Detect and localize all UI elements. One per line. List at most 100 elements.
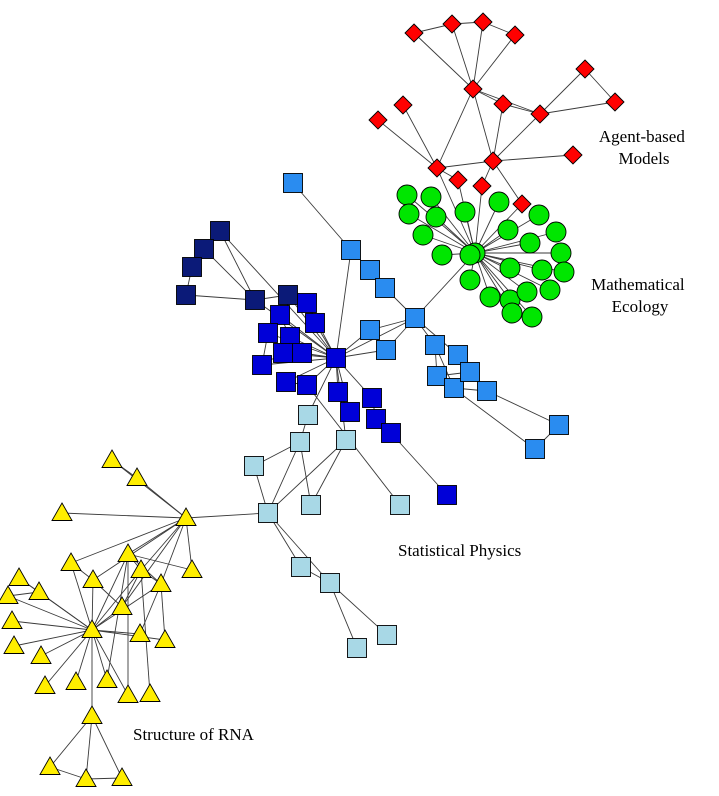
edge: [539, 68, 586, 115]
stat-node: [273, 343, 293, 363]
rna-node: [82, 569, 104, 588]
stat-node: [258, 503, 278, 523]
label-line: Agent-based: [599, 127, 685, 146]
stat-node: [340, 402, 360, 422]
rna-node: [1, 610, 23, 629]
eco-node: [454, 201, 476, 223]
edge: [61, 512, 187, 519]
rna-node: [3, 635, 25, 654]
abm-node: [563, 145, 583, 165]
rna-node: [81, 619, 103, 638]
label-line: Models: [619, 149, 670, 168]
rna-node: [130, 559, 152, 578]
edge: [539, 101, 616, 115]
eco-node: [396, 184, 418, 206]
edge: [44, 629, 93, 687]
abm-node: [442, 14, 462, 34]
edge: [472, 21, 484, 90]
stat-node: [444, 378, 464, 398]
edge: [92, 517, 187, 581]
eco-node: [545, 221, 567, 243]
abm-node: [512, 194, 532, 214]
rna-node: [8, 567, 30, 586]
network-nodes: [0, 12, 625, 787]
stat-node: [360, 320, 380, 340]
edge: [472, 34, 516, 90]
edge: [299, 441, 312, 506]
rna-node: [111, 767, 133, 786]
rna-node: [0, 585, 19, 604]
stat-node: [245, 290, 265, 310]
rna-node: [28, 581, 50, 600]
label-mathematical-ecology: Mathematical Ecology: [591, 275, 689, 316]
stat-node: [390, 495, 410, 515]
edge: [70, 562, 93, 631]
edge: [492, 113, 541, 162]
stat-node: [448, 345, 468, 365]
rna-node: [117, 684, 139, 703]
stat-node: [477, 381, 497, 401]
stat-node: [328, 382, 348, 402]
stat-node: [252, 355, 272, 375]
stat-node: [366, 409, 386, 429]
abm-node: [605, 92, 625, 112]
edge: [91, 629, 166, 641]
stat-node: [427, 366, 447, 386]
edge: [91, 553, 129, 631]
eco-node: [431, 244, 453, 266]
eco-node: [553, 261, 575, 283]
edge: [474, 252, 533, 318]
stat-node: [194, 239, 214, 259]
rna-node: [154, 629, 176, 648]
rna-node: [81, 705, 103, 724]
edge: [474, 185, 483, 254]
edge: [185, 294, 256, 301]
edge: [436, 160, 494, 169]
eco-node: [531, 259, 553, 281]
eco-node: [519, 232, 541, 254]
stat-node: [360, 260, 380, 280]
edge: [335, 249, 352, 359]
edge: [106, 553, 129, 681]
label-structure-of-rna: Structure of RNA: [133, 725, 255, 744]
edge: [185, 512, 269, 519]
eco-node: [412, 224, 434, 246]
edge: [492, 103, 504, 162]
abm-node: [483, 151, 503, 171]
eco-node: [501, 302, 523, 324]
eco-node: [550, 242, 572, 264]
stat-node: [301, 495, 321, 515]
network-edges: [7, 21, 616, 780]
abm-node: [448, 170, 468, 190]
eco-node: [528, 204, 550, 226]
edge: [292, 182, 352, 251]
stat-node: [405, 308, 425, 328]
stat-node: [210, 221, 230, 241]
edge: [492, 160, 523, 205]
rna-node: [75, 768, 97, 787]
edge: [267, 512, 331, 584]
stat-node: [297, 293, 317, 313]
abm-node: [575, 59, 595, 79]
eco-node: [479, 286, 501, 308]
edge: [160, 517, 187, 585]
stat-node: [320, 573, 340, 593]
stat-node: [376, 340, 396, 360]
edge: [413, 32, 474, 90]
edge: [127, 553, 193, 571]
edge: [492, 154, 574, 162]
label-line: Ecology: [612, 297, 669, 316]
edge: [85, 715, 93, 780]
stat-node: [276, 372, 296, 392]
rna-node: [139, 683, 161, 702]
stat-node: [381, 423, 401, 443]
abm-node: [473, 12, 493, 32]
rna-node: [126, 467, 148, 486]
rna-node: [30, 645, 52, 664]
stat-node: [549, 415, 569, 435]
edge: [11, 620, 93, 631]
edge: [390, 432, 448, 496]
rna-node: [129, 623, 151, 642]
eco-node: [459, 244, 481, 266]
